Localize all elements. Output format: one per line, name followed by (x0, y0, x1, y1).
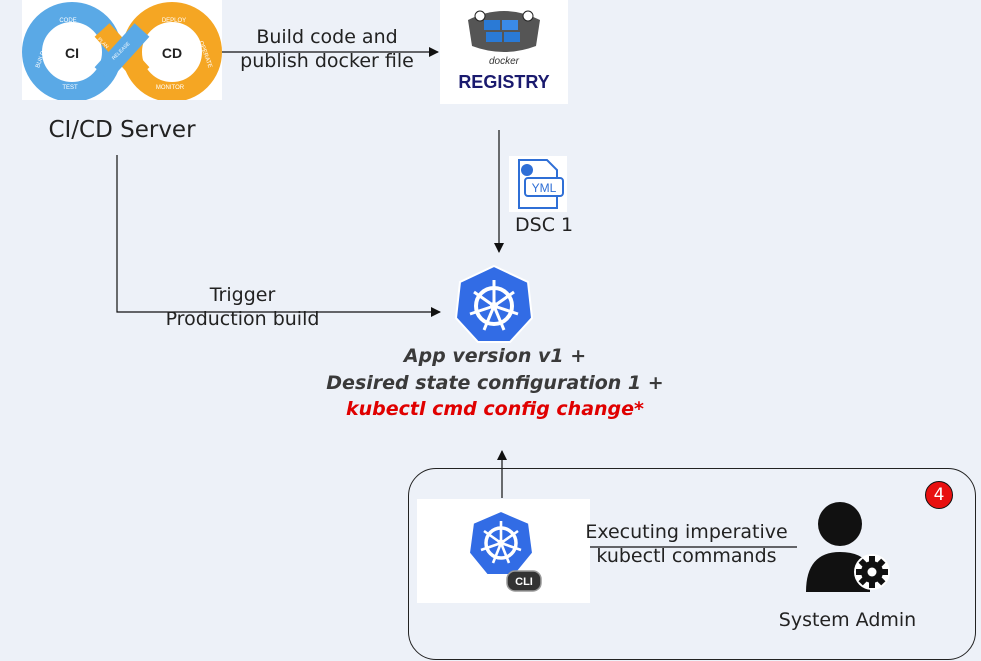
admin-user-gear-icon (800, 496, 894, 596)
trigger-line-1: Trigger (209, 284, 276, 306)
test-text: TEST (62, 85, 78, 91)
cicd-server-label: CI/CD Server (48, 117, 196, 143)
docker-registry-logo: docker REGISTRY (440, 0, 568, 104)
imperative-line-2: kubectl commands (596, 544, 777, 567)
registry-top-text: docker (489, 56, 520, 67)
step-badge: 4 (925, 481, 953, 509)
kubernetes-icon (452, 262, 536, 346)
system-admin-label: System Admin (778, 609, 917, 631)
trigger-line-2: Production build (165, 307, 320, 330)
trigger-label: Trigger Production build (140, 284, 345, 332)
state-line-1: App version v1 + (403, 345, 587, 367)
code-text: CODE (59, 18, 76, 24)
cluster-state-text: App version v1 + Desired state configura… (290, 343, 700, 423)
cli-tag: CLI (515, 576, 533, 588)
ci-text: CI (65, 45, 79, 61)
admin-group-box (408, 468, 976, 660)
imperative-line-1: Executing imperative (585, 521, 788, 543)
monitor-text: MONITOR (156, 85, 185, 91)
build-publish-label: Build code and publish docker file (222, 26, 432, 74)
build-line-1: Build code and (256, 26, 398, 48)
kubectl-cli-icon: CLI (417, 499, 590, 603)
trigger-arrow (116, 155, 441, 317)
cd-text: CD (162, 45, 182, 61)
build-text: BUILD (35, 50, 47, 69)
cicd-logo: CI CD CODE BUILD TEST PLAN RELEASE DEPLO… (22, 0, 222, 102)
dsc-label: DSC 1 (515, 214, 574, 236)
deploy-text: DEPLOY (162, 18, 186, 24)
yaml-file-icon: YML (509, 156, 567, 212)
imperative-label: Executing imperative kubectl commands (570, 521, 803, 569)
registry-bottom-text: REGISTRY (458, 72, 549, 92)
build-line-2: publish docker file (240, 49, 414, 72)
state-line-3: kubectl cmd config change* (346, 398, 644, 421)
yml-tag: YML (532, 181, 557, 195)
state-line-2: Desired state configuration 1 + (326, 371, 664, 394)
